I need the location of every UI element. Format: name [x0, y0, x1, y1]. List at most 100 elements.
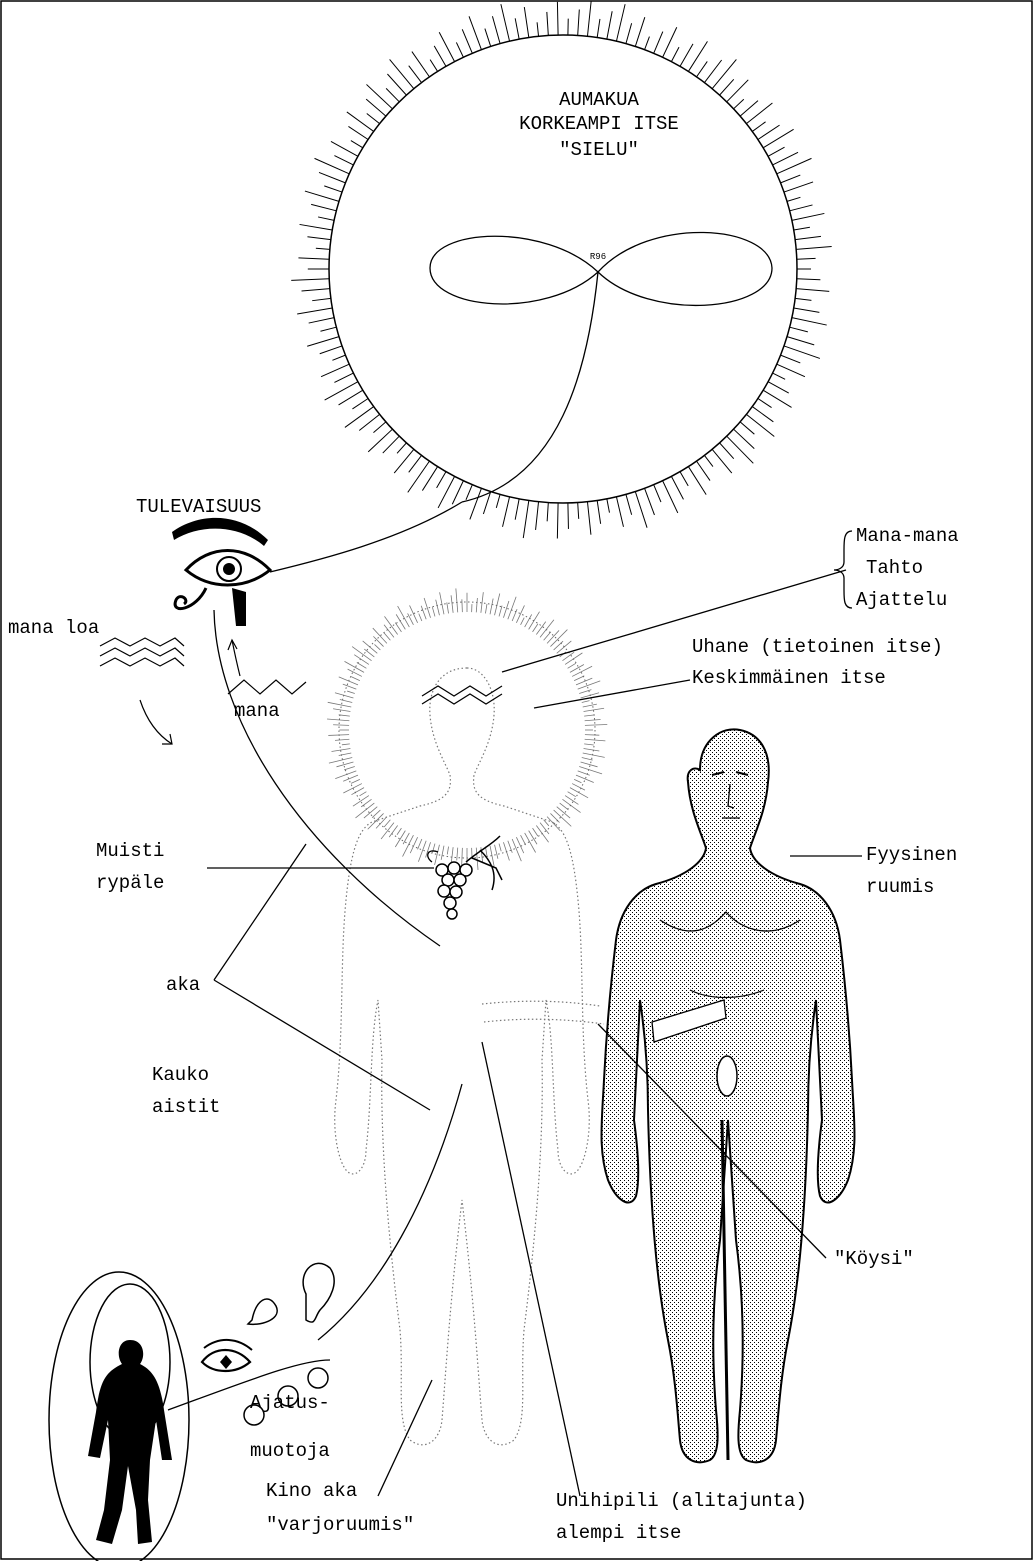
- label-middle-self: Keskimmäinen itse: [692, 667, 886, 689]
- ray: [298, 258, 329, 259]
- ray: [333, 725, 349, 726]
- ray: [704, 60, 721, 83]
- ray: [574, 779, 581, 782]
- label-unihipili: Unihipili (alitajunta): [556, 1490, 807, 1512]
- ray: [327, 719, 349, 721]
- ray: [452, 481, 463, 505]
- label-mana-mana: Mana-mana: [856, 525, 959, 547]
- ray: [328, 702, 352, 707]
- ray: [582, 758, 593, 761]
- ray: [311, 204, 336, 210]
- ray: [787, 337, 814, 345]
- ray: [403, 835, 414, 856]
- ray: [645, 488, 655, 515]
- ray: [752, 407, 773, 422]
- ray: [495, 593, 500, 615]
- ray: [441, 846, 444, 860]
- ray: [421, 606, 426, 620]
- ray: [568, 663, 576, 668]
- ray: [447, 602, 449, 613]
- label-rope: "Köysi": [834, 1248, 914, 1270]
- ray: [616, 4, 625, 41]
- nose-icon: [248, 1299, 277, 1324]
- ray: [607, 499, 610, 513]
- ray: [384, 820, 390, 827]
- ray: [466, 485, 472, 500]
- ray: [781, 355, 801, 363]
- ray: [462, 599, 463, 612]
- ray: [583, 753, 605, 757]
- ear-icon: [303, 1263, 334, 1322]
- brace: [834, 531, 852, 608]
- leader-unihipili: [482, 1042, 580, 1496]
- ray: [364, 649, 374, 657]
- arrow-up-icon: [232, 640, 240, 676]
- ray: [794, 308, 820, 312]
- ray: [554, 810, 572, 826]
- ray: [351, 141, 363, 148]
- ray: [568, 792, 576, 797]
- ray: [476, 848, 478, 870]
- ray: [384, 625, 394, 638]
- ray: [439, 32, 454, 61]
- ray: [654, 485, 661, 502]
- mana-loa-zigzag-icon: [100, 638, 184, 666]
- ray: [462, 29, 472, 53]
- ray: [512, 839, 521, 861]
- ray: [366, 84, 392, 108]
- ray: [704, 455, 712, 466]
- astral-figure: [49, 1272, 189, 1561]
- label-memory: Muisti: [96, 840, 164, 862]
- ray: [521, 618, 525, 625]
- ray: [372, 810, 380, 818]
- sun-subtitle: KORKEAMPI ITSE: [519, 113, 679, 135]
- ray: [758, 398, 772, 407]
- ray: [720, 443, 734, 459]
- ray: [790, 205, 813, 211]
- ray: [562, 799, 580, 812]
- ray: [626, 494, 632, 514]
- ray: [773, 373, 786, 379]
- ray: [645, 37, 650, 50]
- ray: [587, 1, 591, 36]
- ray: [376, 817, 387, 829]
- ray: [470, 488, 482, 519]
- ray: [490, 599, 493, 615]
- ray: [797, 258, 816, 259]
- ray: [796, 289, 829, 292]
- ray: [550, 630, 567, 647]
- ray: [316, 248, 330, 249]
- ray: [663, 481, 678, 513]
- sun-soul: "SIELU": [559, 139, 639, 161]
- ray: [456, 42, 463, 57]
- ray: [345, 407, 374, 428]
- ray: [746, 414, 774, 436]
- ray: [576, 678, 592, 685]
- ray: [476, 598, 477, 612]
- ray: [342, 744, 350, 745]
- ray: [585, 735, 599, 736]
- label-thinking: Ajattelu: [856, 589, 947, 611]
- ray: [740, 422, 754, 434]
- ray: [302, 289, 330, 291]
- ray: [654, 32, 663, 54]
- ray: [343, 784, 362, 793]
- ray: [485, 604, 487, 613]
- ray: [578, 503, 579, 519]
- label-senses: aistit: [152, 1096, 220, 1118]
- ray: [291, 279, 329, 281]
- ray: [345, 661, 365, 672]
- ray: [512, 609, 517, 621]
- mana-zigzag-icon: [228, 680, 306, 694]
- ray: [397, 828, 401, 835]
- ray: [734, 99, 744, 109]
- ray: [584, 715, 594, 716]
- ray: [697, 61, 708, 76]
- ray: [320, 346, 342, 354]
- ray: [792, 318, 827, 325]
- ray: [790, 327, 808, 332]
- ray: [384, 633, 390, 640]
- ray: [307, 237, 330, 240]
- ray: [537, 22, 538, 36]
